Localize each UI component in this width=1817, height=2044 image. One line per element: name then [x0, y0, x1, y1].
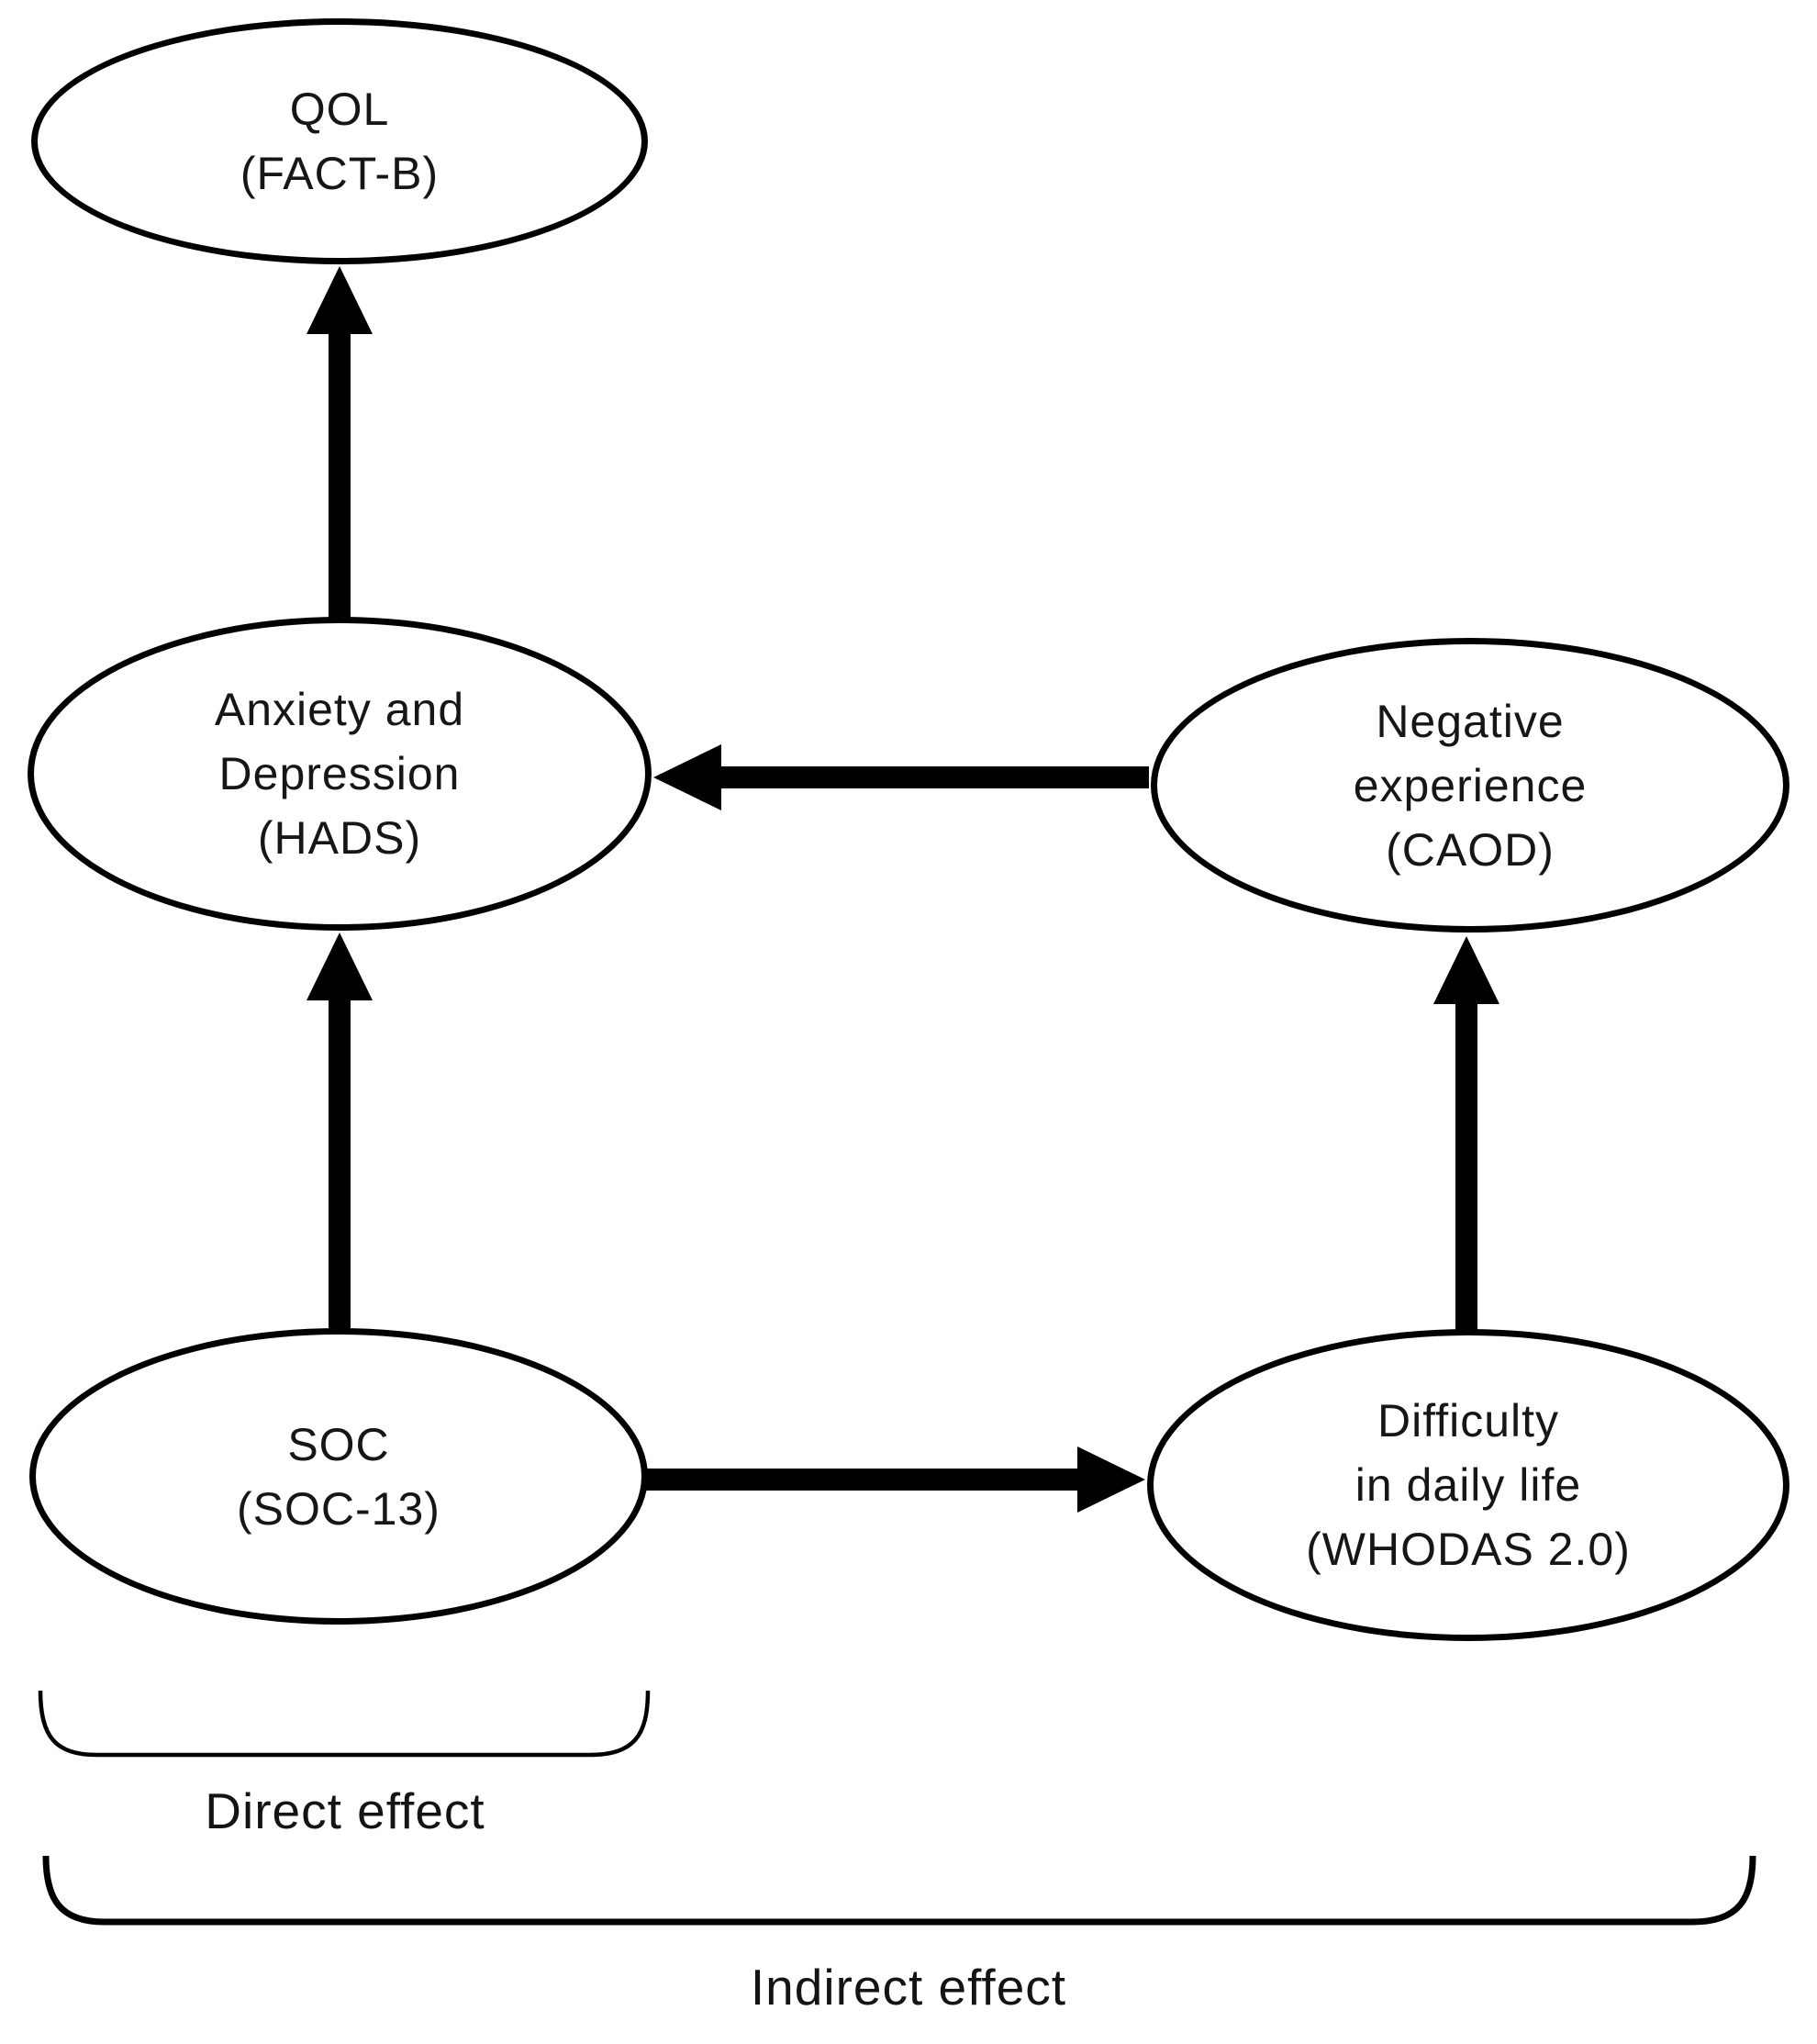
node-caod: Negative experience (CAOD)	[1151, 638, 1789, 933]
arrow-whodas-to-caod	[1433, 936, 1499, 1333]
indirect-effect-brace	[42, 1855, 1756, 1926]
arrow-caod-to-hads	[653, 744, 1149, 810]
node-label-line: (FACT-B)	[240, 148, 440, 199]
node-whodas: Difficulty in daily life (WHODAS 2.0)	[1147, 1329, 1789, 1641]
node-label-line: (CAOD)	[1386, 823, 1555, 876]
node-qol: QOL (FACT-B)	[31, 18, 648, 264]
arrow-soc-to-whodas	[646, 1446, 1145, 1513]
node-label-line: Negative	[1376, 695, 1565, 747]
node-hads: Anxiety and Depression (HADS)	[28, 617, 652, 931]
node-label-line: QOL	[289, 84, 390, 135]
arrow-hads-to-qol	[307, 266, 373, 620]
arrow-soc-to-hads	[307, 933, 373, 1331]
direct-effect-brace	[38, 1690, 651, 1758]
node-label-line: Depression	[218, 748, 461, 799]
node-label-line: (SOC-13)	[237, 1482, 440, 1535]
indirect-effect-label: Indirect effect	[750, 1959, 1067, 2016]
node-label-line: Difficulty	[1377, 1395, 1559, 1446]
node-label-line: in daily life	[1354, 1459, 1582, 1511]
node-label-line: (HADS)	[257, 812, 422, 864]
direct-effect-label: Direct effect	[205, 1782, 485, 1839]
node-label-line: experience	[1353, 759, 1588, 811]
node-label-line: SOC	[287, 1418, 390, 1470]
node-label-line: Anxiety and	[214, 684, 465, 735]
node-label-line: (WHODAS 2.0)	[1306, 1524, 1631, 1575]
node-soc: SOC (SOC-13)	[29, 1328, 648, 1625]
